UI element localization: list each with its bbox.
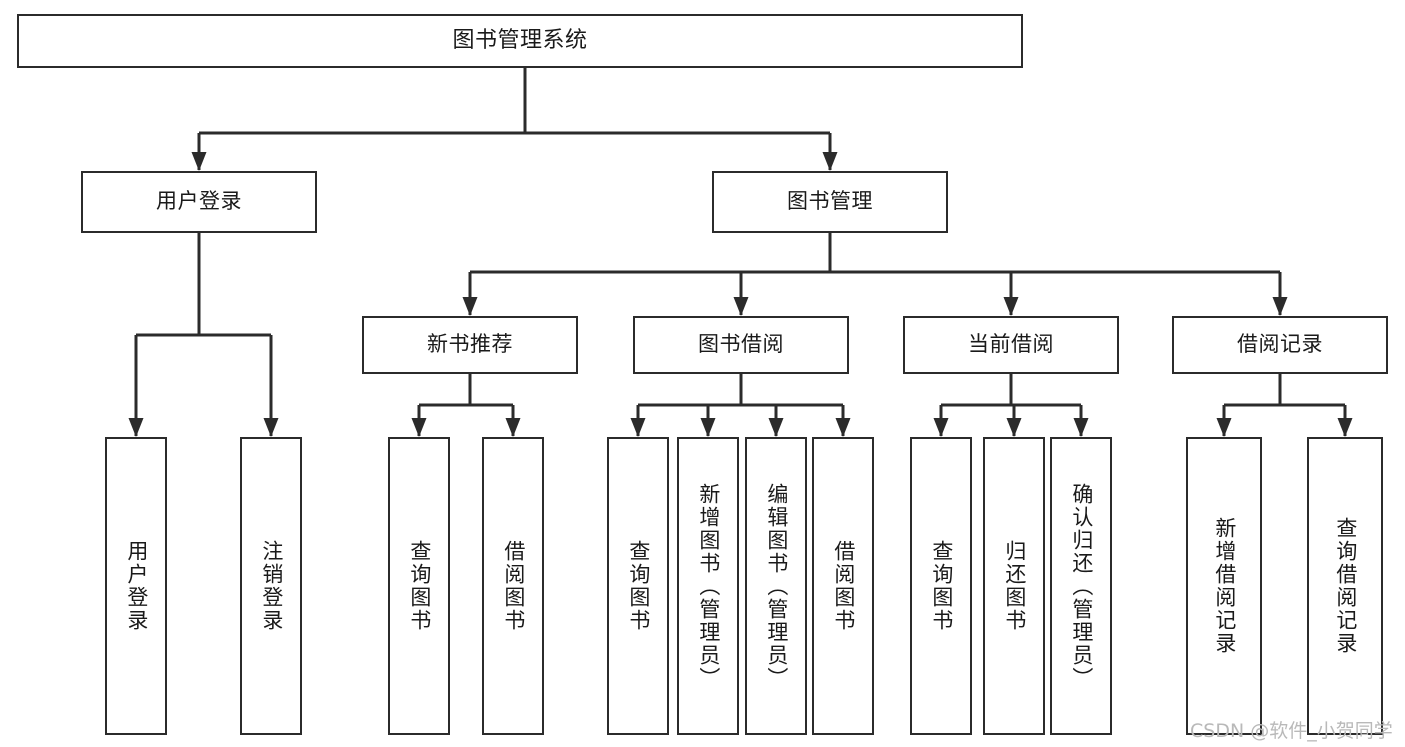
node-root-label: 图书管理系统 (452, 27, 588, 53)
node-leaf-borrow-book[interactable]: 借阅图书 (812, 437, 874, 735)
node-leaf-query-book-borrow-label: 查询图书 (626, 540, 651, 632)
node-leaf-query-book-borrow[interactable]: 查询图书 (607, 437, 669, 735)
current-borrow-to-leaves-arrow-1 (1006, 418, 1022, 437)
node-leaf-query-book-current-label: 查询图书 (929, 540, 954, 632)
node-leaf-user-login[interactable]: 用户登录 (105, 437, 167, 735)
root-to-level2-arrow-0 (191, 152, 207, 171)
node-leaf-query-borrow-record[interactable]: 查询借阅记录 (1307, 437, 1383, 735)
book-borrow-to-leaves-arrow-2 (768, 418, 784, 437)
node-leaf-confirm-return-label: 确认归还（管理员） (1069, 482, 1094, 690)
node-leaf-borrow-book-new[interactable]: 借阅图书 (482, 437, 544, 735)
book-borrow-to-leaves-arrow-3 (835, 418, 851, 437)
node-book-manage-label: 图书管理 (787, 189, 873, 214)
node-leaf-query-book-new-label: 查询图书 (407, 540, 432, 632)
book-manage-to-level3-arrow-1 (733, 297, 749, 316)
new-book-to-leaves-arrow-1 (505, 418, 521, 437)
node-current-borrow[interactable]: 当前借阅 (903, 316, 1119, 374)
node-leaf-query-book-current[interactable]: 查询图书 (910, 437, 972, 735)
node-leaf-return-book-label: 归还图书 (1002, 540, 1027, 632)
node-book-borrow-label: 图书借阅 (698, 332, 784, 357)
book-manage-to-level3-arrow-2 (1003, 297, 1019, 316)
node-user-login-label: 用户登录 (156, 189, 242, 214)
node-leaf-add-borrow-record-label: 新增借阅记录 (1212, 517, 1237, 655)
node-book-manage[interactable]: 图书管理 (712, 171, 948, 233)
node-root[interactable]: 图书管理系统 (17, 14, 1023, 68)
node-leaf-user-logout-label: 注销登录 (259, 540, 284, 632)
node-new-book-recommend[interactable]: 新书推荐 (362, 316, 578, 374)
node-leaf-borrow-book-label: 借阅图书 (831, 540, 856, 632)
node-borrow-record[interactable]: 借阅记录 (1172, 316, 1388, 374)
node-leaf-user-login-label: 用户登录 (124, 540, 149, 632)
node-leaf-borrow-book-new-label: 借阅图书 (501, 540, 526, 632)
new-book-to-leaves-arrow-0 (411, 418, 427, 437)
book-borrow-to-leaves-arrow-0 (630, 418, 646, 437)
node-new-book-recommend-label: 新书推荐 (427, 332, 513, 357)
current-borrow-to-leaves-arrow-2 (1073, 418, 1089, 437)
node-leaf-confirm-return[interactable]: 确认归还（管理员） (1050, 437, 1112, 735)
node-leaf-return-book[interactable]: 归还图书 (983, 437, 1045, 735)
user-login-to-leaves-arrow-0 (128, 418, 144, 437)
user-login-to-leaves-arrow-1 (263, 418, 279, 437)
node-leaf-query-book-new[interactable]: 查询图书 (388, 437, 450, 735)
root-to-level2-arrow-1 (822, 152, 838, 171)
book-manage-to-level3-arrow-0 (462, 297, 478, 316)
current-borrow-to-leaves-arrow-0 (933, 418, 949, 437)
watermark: CSDN @软件_小贺同学 (1190, 720, 1393, 742)
node-leaf-add-borrow-record[interactable]: 新增借阅记录 (1186, 437, 1262, 735)
book-manage-to-level3-arrow-3 (1272, 297, 1288, 316)
node-leaf-add-book-label: 新增图书（管理员） (696, 482, 721, 690)
node-leaf-user-logout[interactable]: 注销登录 (240, 437, 302, 735)
node-user-login[interactable]: 用户登录 (81, 171, 317, 233)
node-borrow-record-label: 借阅记录 (1237, 332, 1323, 357)
node-leaf-query-borrow-record-label: 查询借阅记录 (1333, 517, 1358, 655)
borrow-record-to-leaves-arrow-0 (1216, 418, 1232, 437)
book-borrow-to-leaves-arrow-1 (700, 418, 716, 437)
node-current-borrow-label: 当前借阅 (968, 332, 1054, 357)
node-leaf-edit-book-label: 编辑图书（管理员） (764, 482, 789, 690)
node-leaf-add-book[interactable]: 新增图书（管理员） (677, 437, 739, 735)
node-book-borrow[interactable]: 图书借阅 (633, 316, 849, 374)
node-leaf-edit-book[interactable]: 编辑图书（管理员） (745, 437, 807, 735)
borrow-record-to-leaves-arrow-1 (1337, 418, 1353, 437)
